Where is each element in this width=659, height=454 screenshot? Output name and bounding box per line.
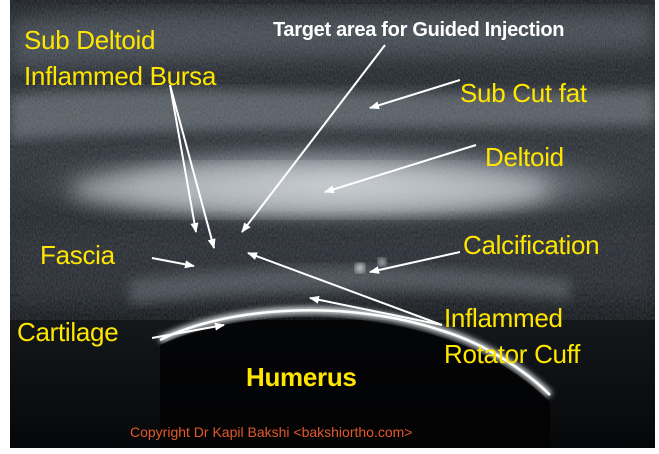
inflammed-label: Inflammed — [444, 303, 563, 333]
sub-cut-fat-label: Sub Cut fat — [460, 78, 587, 108]
cartilage-label: Cartilage — [17, 317, 119, 347]
ultrasound-scan — [10, 0, 655, 448]
rotator-cuff-arrow-2 — [309, 295, 443, 326]
sub-deltoid-arrow-1 — [169, 84, 199, 233]
fascia-label: Fascia — [40, 240, 115, 270]
fascia-arrow — [151, 257, 195, 269]
calcification-label: Calcification — [463, 230, 600, 260]
cartilage-arrow — [151, 322, 225, 339]
copyright-text: Copyright Dr Kapil Bakshi <bakshiortho.c… — [130, 424, 413, 440]
target-label: Target area for Guided Injection — [273, 19, 565, 41]
deltoid-arrow — [324, 144, 477, 194]
inflammed-bursa-label: Inflammed Bursa — [24, 61, 217, 91]
humerus-label: Humerus — [246, 362, 357, 392]
calcification-arrow — [369, 251, 461, 274]
annotation-arrows — [151, 44, 477, 339]
target-arrow — [241, 44, 386, 233]
deltoid-label: Deltoid — [485, 142, 564, 172]
sub-cut-fat-arrow — [369, 79, 461, 110]
rotator-cuff-arrow-1 — [247, 252, 443, 326]
rotator-cuff-label: Rotator Cuff — [444, 339, 581, 369]
sub-deltoid-arrow-2 — [169, 84, 216, 249]
ultrasound-image: Target area for Guided Injection Sub Del… — [10, 0, 655, 448]
sub-deltoid-label: Sub Deltoid — [24, 25, 156, 55]
